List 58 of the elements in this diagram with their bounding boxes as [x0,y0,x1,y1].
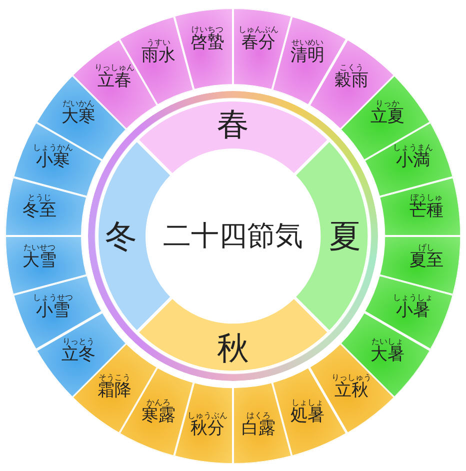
term-label: 立秋 [334,382,369,400]
term-segment [233,382,292,464]
furigana: だいかん [62,100,94,108]
furigana: りっしゅん [94,64,134,72]
furigana: けいちつ [192,26,224,34]
term-label: 小寒 [36,152,70,170]
term-label: 冬至 [22,202,57,220]
furigana: そうこう [98,374,130,382]
furigana: しゅうぶん [188,412,228,420]
term-label: 立冬 [61,346,96,364]
furigana: かんろ [146,399,170,408]
term-label: 清明 [290,47,325,64]
term-segment [174,8,233,90]
furigana: はくろ [246,412,270,420]
term-label: 穀雨 [334,72,369,90]
furigana: しょうまん [393,144,434,152]
furigana: ぼうしゅ [410,194,442,202]
furigana: しょうせつ [32,294,73,302]
furigana: しょうかん [32,144,73,152]
term-label: 夏至 [409,252,444,270]
term-label: 立春 [97,72,132,90]
furigana: とうじ [28,194,52,202]
term-label: 小満 [396,152,430,170]
term-label: 寒露 [141,408,176,425]
furigana: たいしょ [372,338,404,346]
season-label: 夏 [328,220,361,252]
term-label: 立夏 [370,108,405,126]
season-label: 冬 [105,220,137,252]
term-label: 白露 [241,420,276,438]
term-label: 大雪 [22,252,57,270]
term-label: 小雪 [36,302,70,320]
season-label: 秋 [216,332,249,364]
furigana: りっしゅう [332,374,372,382]
furigana: しょしょ [292,399,324,408]
furigana: りっとう [62,338,94,346]
term-label: 小暑 [396,302,430,320]
term-label: 大暑 [370,346,405,364]
furigana: しゅんぶん [238,26,278,34]
season-label: 春 [216,108,249,140]
term-label: 啓蟄 [190,34,225,52]
term-label: 春分 [241,34,276,52]
furigana: げし [418,244,434,252]
furigana: うすい [146,38,170,47]
furigana: こくう [340,64,364,72]
term-label: 雨水 [141,47,176,64]
term-label: 霜降 [97,382,132,400]
term-label: 芒種 [409,202,444,220]
term-label: 処暑 [290,408,325,425]
furigana: せいめい [292,38,324,47]
furigana: たいせつ [24,244,56,252]
term-segment [5,236,88,295]
term-label: 大寒 [61,108,96,126]
furigana: りっか [376,100,400,108]
center-title: 二十四節気 [163,222,303,250]
season-segment [136,296,330,372]
furigana: しょうしょ [393,294,434,302]
term-label: 秋分 [190,420,225,438]
term-segment [378,176,461,236]
